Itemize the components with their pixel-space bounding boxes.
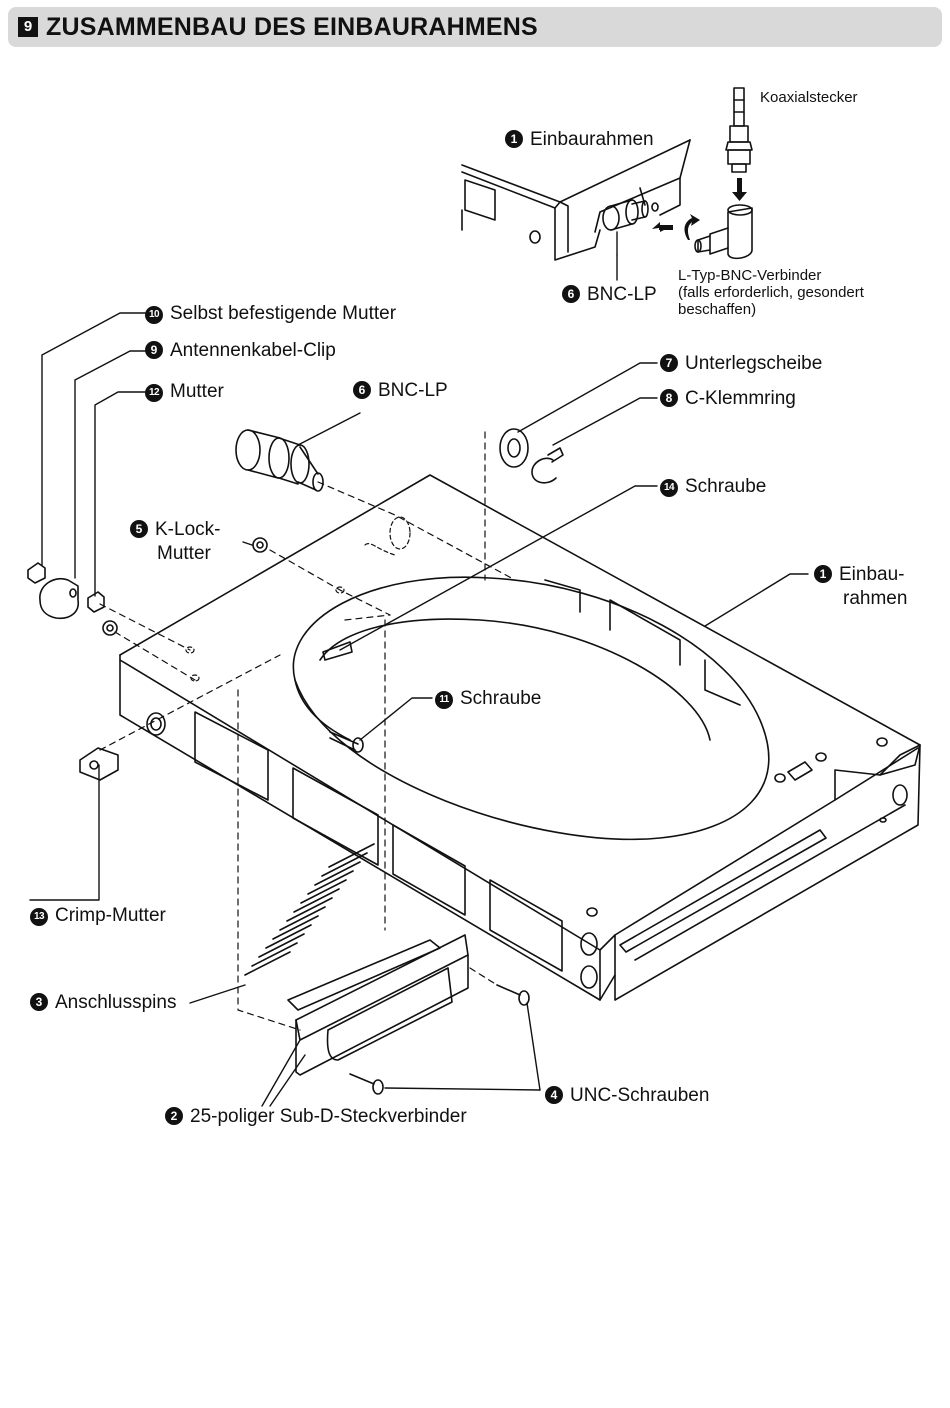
label-crimp-mutter: 13 Crimp-Mutter: [30, 904, 166, 928]
label-k-lock-mutter: 5 K-Lock- Mutter: [130, 518, 220, 566]
label-schraube-14: 14 Schraube: [660, 475, 766, 499]
callout-badge: 7: [660, 354, 678, 372]
label-line: beschaffen): [678, 301, 757, 318]
screw-11-part: [329, 731, 364, 753]
callout-badge: 5: [130, 520, 148, 538]
callout-badge: 1: [814, 565, 832, 583]
callout-badge: 1: [505, 130, 523, 148]
label-sub-d-steckverbinder: 2 25-poliger Sub-D-Steckverbinder: [165, 1105, 467, 1129]
screw-14-part: [322, 641, 353, 661]
main-frame: [119, 474, 921, 1001]
callout-badge: 14: [660, 479, 678, 497]
callout-badge: 12: [145, 384, 163, 402]
label-text: Schraube: [685, 476, 767, 497]
callout-badge: 11: [435, 691, 453, 709]
callout-badge: 9: [145, 341, 163, 359]
callout-badge: 2: [165, 1107, 183, 1125]
bnc-lp-part: [235, 429, 324, 492]
c-ring-part: [531, 447, 564, 484]
label-text: UNC-Schrauben: [570, 1085, 710, 1106]
label-text: Crimp-Mutter: [55, 905, 166, 926]
label-einbaurahmen-top: 1 Einbaurahmen: [505, 128, 654, 152]
pins: [244, 843, 375, 976]
label-bnc-lp-mid: 6 BNC-LP: [353, 379, 448, 403]
inset-bnc-lp: [602, 199, 649, 231]
label-line: (falls erforderlich, gesondert: [678, 284, 864, 301]
callout-badge: 6: [353, 381, 371, 399]
label-l-typ-bnc: L-Typ-BNC-Verbinder (falls erforderlich,…: [678, 267, 864, 318]
section-number: 9: [18, 17, 38, 37]
label-einbaurahmen-right: 1 Einbau- rahmen: [814, 563, 907, 611]
label-text: Anschlusspins: [55, 992, 177, 1013]
label-text: Einbaurahmen: [530, 129, 654, 150]
label-schraube-11: 11 Schraube: [435, 687, 541, 711]
callout-badge: 10: [145, 306, 163, 324]
assembly-guides: [99, 431, 516, 1031]
callout-badge: 6: [562, 285, 580, 303]
dashed-ovals: [185, 516, 411, 682]
label-antennenkabel-clip: 9 Antennenkabel-Clip: [145, 339, 336, 363]
label-mutter: 12 Mutter: [145, 380, 224, 404]
subd-connector: [287, 934, 469, 1076]
label-c-klemmring: 8 C-Klemmring: [660, 387, 796, 411]
label-selbst-befestigende-mutter: 10 Selbst befestigende Mutter: [145, 302, 396, 326]
leader-lines: [29, 139, 809, 1107]
label-line: rahmen: [843, 588, 908, 609]
label-text: Schraube: [460, 688, 542, 709]
label-bnc-lp-top: 6 BNC-LP: [562, 283, 657, 307]
label-text: BNC-LP: [587, 284, 657, 305]
label-text: C-Klemmring: [685, 388, 796, 409]
callout-badge: 4: [545, 1086, 563, 1104]
label-line: Mutter: [157, 543, 211, 564]
inset-coax-plug: [725, 87, 753, 173]
label-text: Antennenkabel-Clip: [170, 340, 336, 361]
inset-arrows: [652, 178, 747, 240]
label-line: Einbau-: [839, 564, 905, 585]
washer-part: [499, 428, 529, 468]
section-header: 9 ZUSAMMENBAU DES EINBAURAHMENS: [8, 7, 942, 47]
label-koaxialstecker: Koaxialstecker: [760, 89, 858, 106]
label-unc-schrauben: 4 UNC-Schrauben: [545, 1084, 709, 1108]
callout-badge: 8: [660, 389, 678, 407]
label-anschlusspins: 3 Anschlusspins: [30, 991, 176, 1015]
k-lock-nut-part: [252, 537, 268, 553]
label-text: Selbst befestigende Mutter: [170, 303, 397, 324]
inset-l-type-connector: [694, 204, 753, 260]
crimp-nut-part: [79, 747, 119, 781]
label-text: Mutter: [170, 381, 224, 402]
label-text: BNC-LP: [378, 380, 448, 401]
label-line: K-Lock-: [155, 519, 221, 540]
callout-badge: 3: [30, 993, 48, 1011]
label-text: 25-poliger Sub-D-Steckverbinder: [190, 1106, 467, 1127]
nuts-and-clip-left: [27, 562, 118, 636]
unc-screws: [349, 984, 530, 1095]
callout-badge: 13: [30, 908, 48, 926]
label-unterlegscheibe: 7 Unterlegscheibe: [660, 352, 822, 376]
section-title: ZUSAMMENBAU DES EINBAURAHMENS: [46, 13, 538, 41]
label-line: L-Typ-BNC-Verbinder: [678, 267, 822, 284]
inset-frame-drawing: [461, 139, 691, 261]
label-text: Unterlegscheibe: [685, 353, 823, 374]
